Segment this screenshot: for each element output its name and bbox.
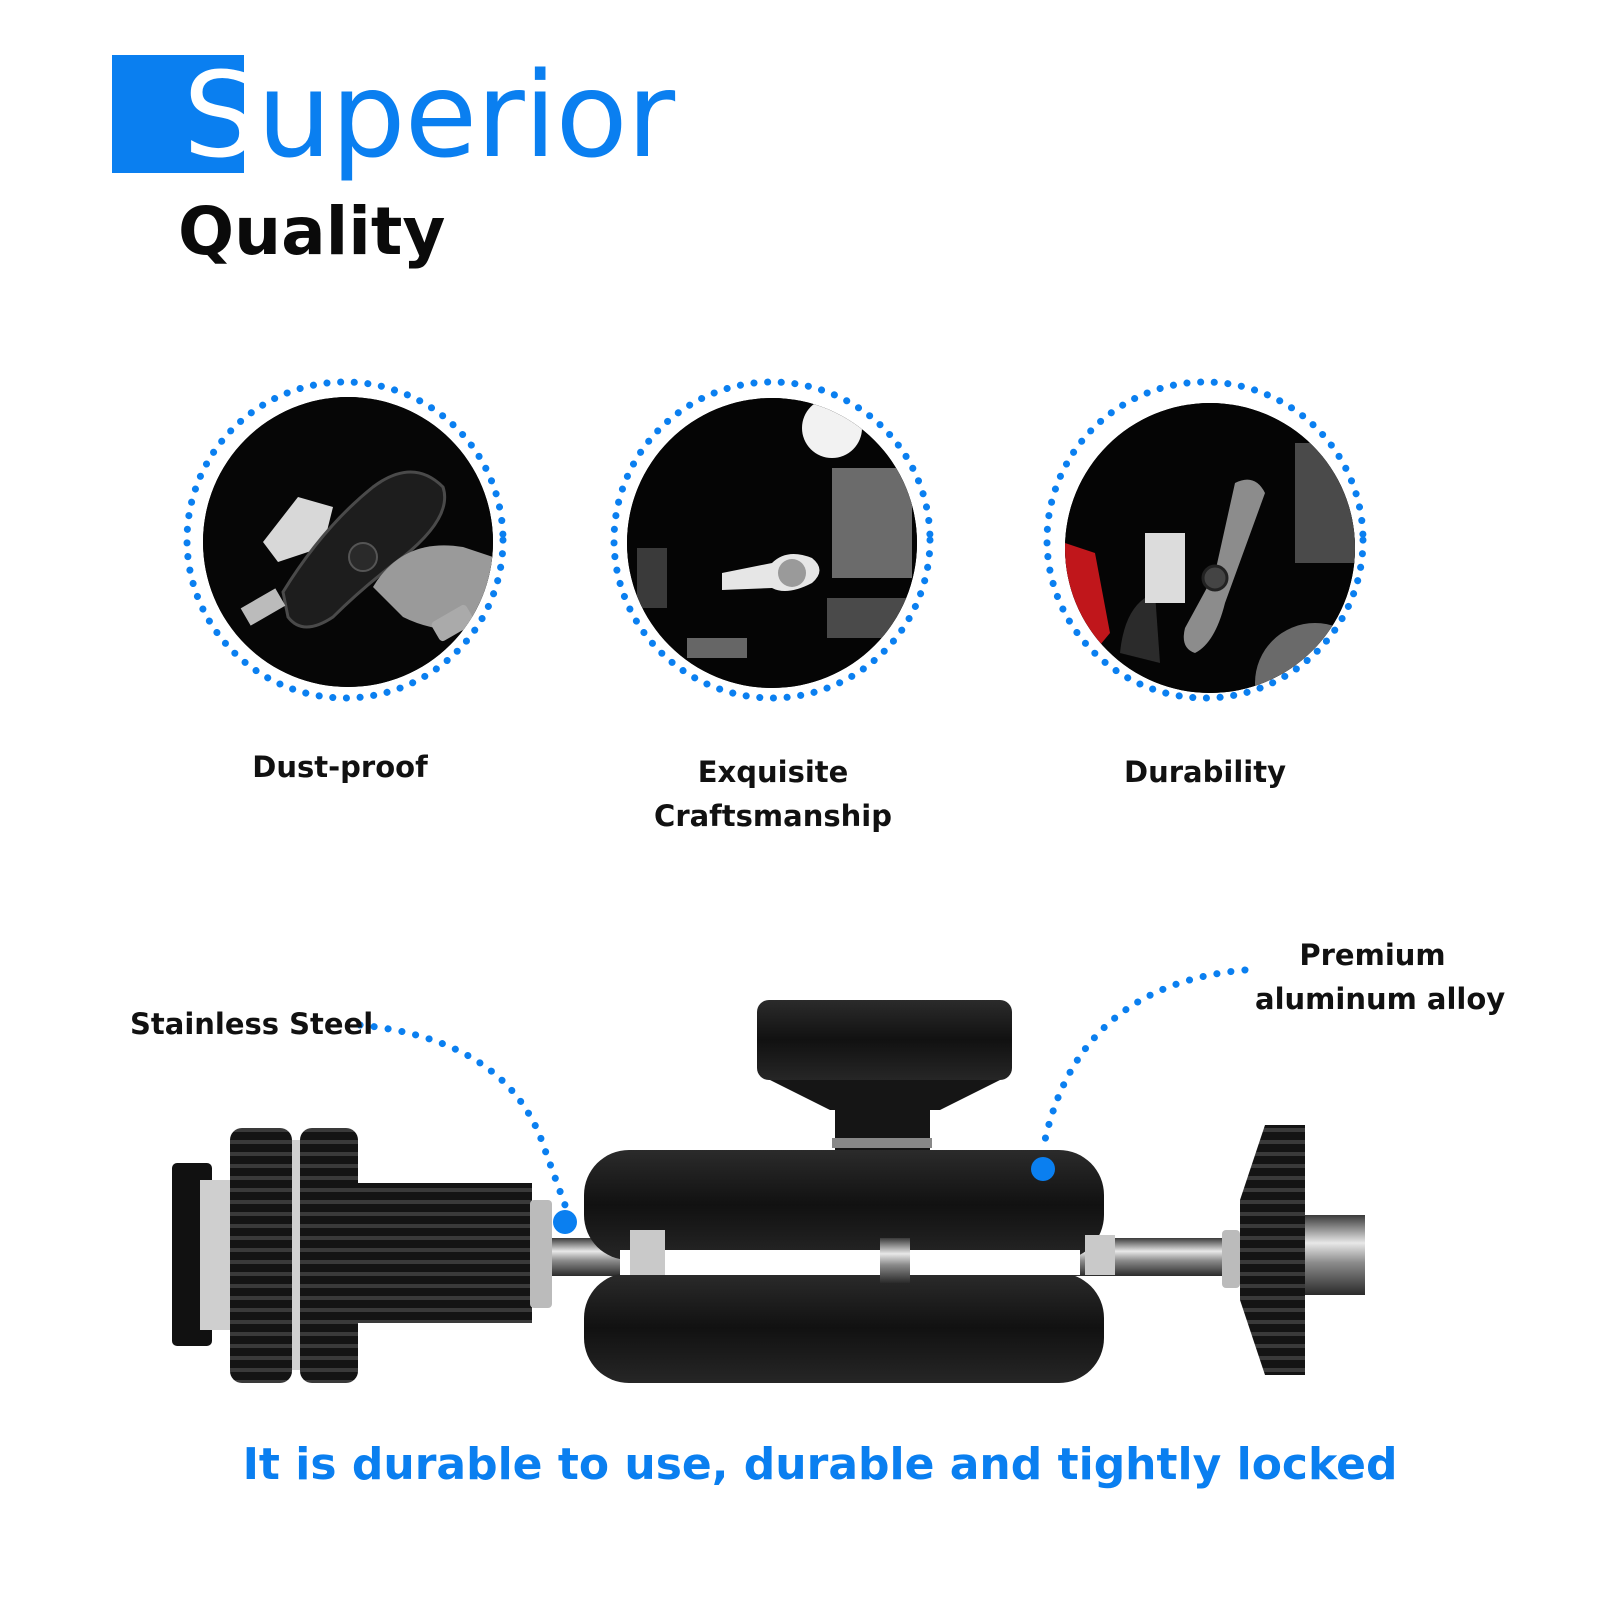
callout-aluminum-alloy: Premium aluminum alloy	[1255, 933, 1506, 1021]
callout-marker-aluminum-alloy	[1031, 1157, 1055, 1181]
title-accent-box	[112, 55, 244, 173]
feature-label-durability: Durability	[1124, 755, 1286, 789]
dotted-ring-icon	[183, 378, 507, 702]
feature-label-line1: Exquisite	[697, 755, 849, 789]
callout-stainless-steel: Stainless Steel	[130, 1007, 374, 1041]
callout-line2: aluminum alloy	[1255, 982, 1506, 1016]
page-title: Superior	[183, 40, 675, 190]
dotted-ring-icon	[610, 378, 934, 702]
callout-marker-stainless-steel	[553, 1210, 577, 1234]
page-subtitle: Quality	[178, 193, 446, 270]
feature-label-dust-proof: Dust-proof	[252, 750, 428, 784]
feature-dust-proof	[170, 370, 510, 710]
feature-exquisite-craftsmanship	[600, 370, 940, 710]
tagline: It is durable to use, durable and tightl…	[242, 1439, 1398, 1490]
feature-durability	[1030, 370, 1370, 710]
title-rest: uperior	[256, 46, 675, 184]
ball-head-closeup-photo	[203, 397, 493, 687]
thumbscrew-closeup-photo	[627, 398, 917, 688]
feature-label-line2: Craftsmanship	[654, 799, 892, 833]
camera-arm-product-image	[172, 966, 1365, 1383]
feature-label-exquisite-craftsmanship: Exquisite Craftsmanship	[603, 750, 943, 838]
dotted-ring-icon	[1043, 378, 1367, 702]
title-first-letter: S	[183, 46, 258, 184]
magic-arm-closeup-photo	[1065, 403, 1355, 693]
callout-line1: Premium	[1299, 938, 1446, 972]
